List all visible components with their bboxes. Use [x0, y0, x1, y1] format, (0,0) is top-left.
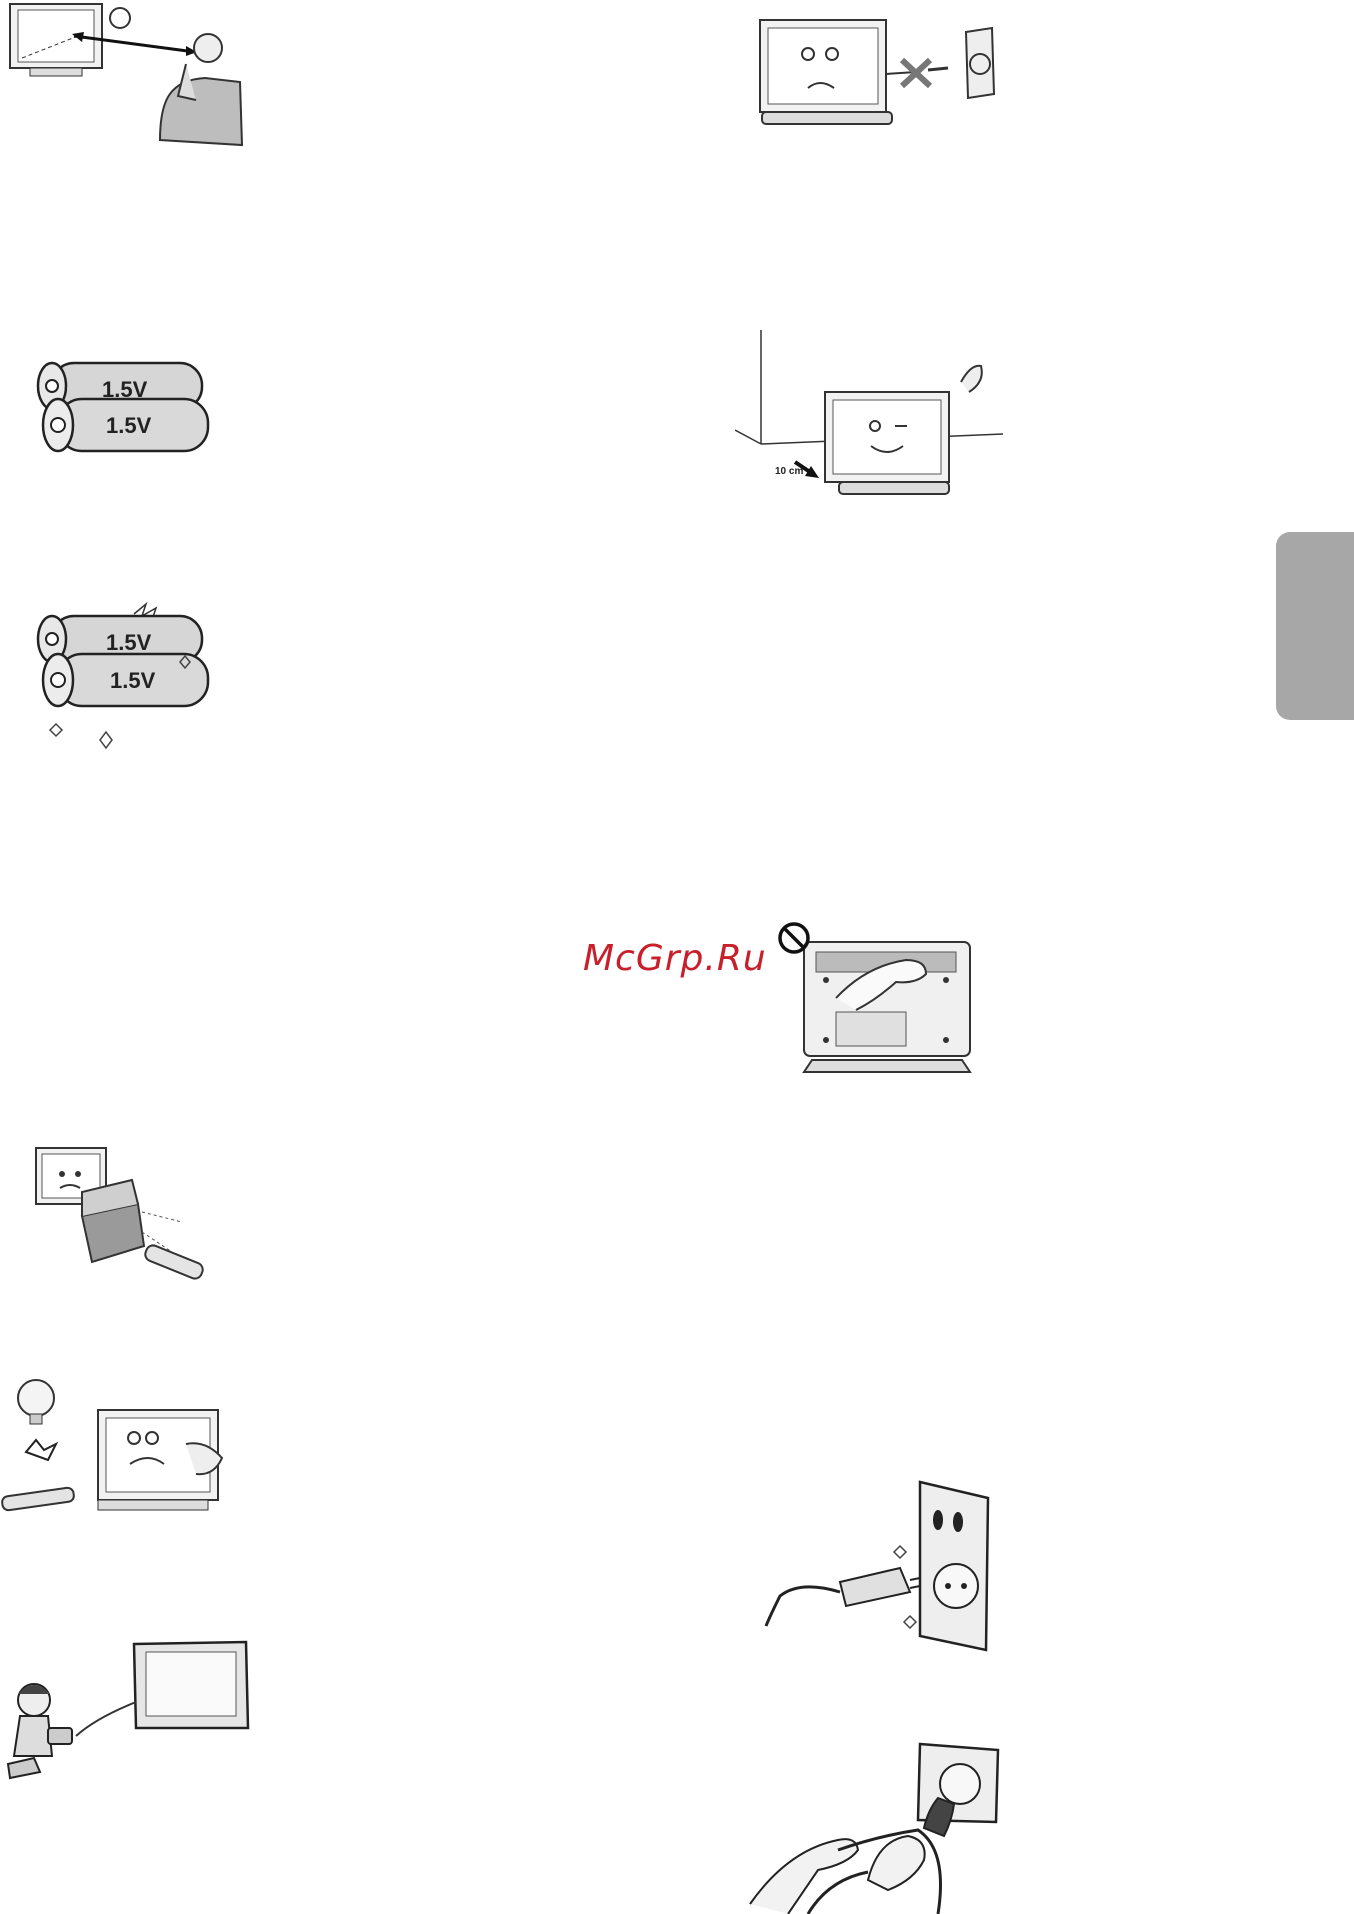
- tv-wall-distance-svg: 10 cm: [735, 326, 1005, 504]
- tv-moisture-svg: [0, 1364, 250, 1524]
- cover-vents-svg: [776, 920, 976, 1078]
- new-batteries-svg: 1.5V 1.5V: [30, 355, 220, 475]
- illustration-plug-fully-inserted: [760, 1476, 1000, 1652]
- illustration-tv-unplugged: [752, 14, 1002, 132]
- illustration-child-with-power-cord: [0, 1632, 255, 1782]
- svg-text:1.5V: 1.5V: [106, 630, 152, 655]
- tv-unplugged-svg: [752, 14, 1002, 132]
- tv-heater-svg: [12, 1142, 232, 1292]
- child-cord-svg: [0, 1632, 255, 1782]
- old-batteries-svg: 1.5V 1.5V: [30, 600, 220, 760]
- svg-text:1.5V: 1.5V: [106, 413, 152, 438]
- illustration-old-batteries: 1.5V 1.5V: [30, 600, 220, 760]
- illustration-pulling-cord: [748, 1740, 1008, 1914]
- viewer-remote-svg: [0, 0, 250, 150]
- illustration-tv-wall-distance: 10 cm: [735, 326, 1005, 504]
- pulling-cord-svg: [748, 1740, 1008, 1914]
- illustration-new-batteries: 1.5V 1.5V: [30, 355, 220, 475]
- watermark-text: McGrp.Ru: [583, 938, 767, 979]
- illustration-do-not-cover-vents: [776, 920, 976, 1078]
- illustration-tv-heater-remote: [12, 1142, 232, 1292]
- svg-text:1.5V: 1.5V: [110, 668, 156, 693]
- section-side-tab: [1276, 532, 1354, 720]
- plug-inserted-svg: [760, 1476, 1000, 1652]
- illustration-tv-moisture-remote: [0, 1364, 250, 1524]
- illustration-viewer-with-remote: [0, 0, 250, 150]
- svg-text:10 cm: 10 cm: [775, 466, 803, 477]
